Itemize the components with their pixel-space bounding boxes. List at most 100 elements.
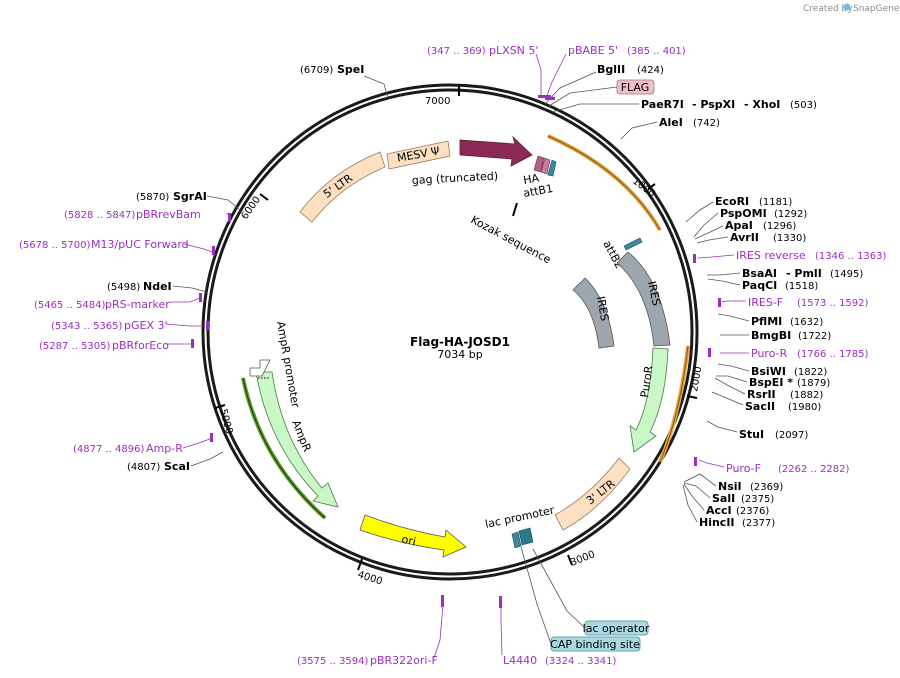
svg-text:(5343 .. 5365): (5343 .. 5365) [51, 321, 123, 332]
svg-text:(6709): (6709) [300, 65, 333, 76]
tick-4000-mark [357, 558, 363, 571]
feature-attb2 [623, 237, 643, 251]
site-nsii: NsiI (2369) [683, 473, 783, 493]
svg-text:(5678 .. 5700): (5678 .. 5700) [19, 240, 91, 251]
feature-ires-inner-label: IRES [594, 295, 611, 322]
highlight-orange-upper-core [547, 135, 661, 231]
svg-text:- XhoI: - XhoI [744, 98, 780, 111]
svg-text:(1722): (1722) [798, 331, 831, 342]
feature-mesv-psi: MESV Ψ [386, 140, 451, 170]
primer-m13-puc-forward: (5678 .. 5700) M13/pUC Forward [19, 238, 215, 255]
svg-text:(385 .. 401): (385 .. 401) [627, 46, 686, 57]
svg-text:(2375): (2375) [741, 494, 774, 505]
svg-text:pBABE 5': pBABE 5' [568, 44, 618, 57]
site-xhoi: PaeR7I - PspXI - XhoI (503) [551, 98, 817, 113]
svg-text:HincII: HincII [699, 516, 735, 529]
site-scai: (4807) ScaI [127, 451, 224, 473]
primer-pbrrevbam: (5828 .. 5847) pBRrevBam [64, 208, 231, 222]
tick-3000: 3000 [569, 549, 597, 569]
svg-text:BsaAI: BsaAI [742, 267, 777, 280]
svg-text:(1296): (1296) [763, 221, 796, 232]
svg-text:PflMI: PflMI [751, 315, 782, 328]
primer-amp-r: (4877 .. 4896) Amp-R [73, 433, 213, 455]
site-sacii: SacII (1980) [711, 391, 821, 413]
primer-puro-r: Puro-R (1766 .. 1785) [708, 347, 869, 360]
primer-l4440: L4440 (3324 .. 3341) [499, 596, 617, 667]
svg-text:(5287 .. 5305): (5287 .. 5305) [39, 341, 111, 352]
svg-text:RsrII: RsrII [747, 388, 776, 401]
plasmid-length: 7034 bp [437, 348, 482, 361]
svg-text:Puro-F: Puro-F [726, 462, 761, 475]
feature-cap-label: CAP binding site [550, 638, 640, 651]
site-hincii: HincII (2377) [682, 484, 775, 529]
feature-ires-outer-label: IRES [645, 280, 663, 307]
primer-pbr322ori-f: (3575 .. 3594) pBR322ori-F [297, 595, 444, 667]
credit-prefix: Created by [803, 4, 853, 14]
highlight-orange-lower-core [659, 345, 689, 463]
feature-amprprom-label: AmpR promoter [274, 320, 302, 409]
svg-text:(3575 .. 3594): (3575 .. 3594) [297, 656, 369, 667]
feature-ires-outer: IRES [616, 251, 671, 347]
credit-brand: SnapGene [853, 4, 900, 14]
svg-text:(5498): (5498) [107, 282, 140, 293]
plasmid-name: Flag-HA-JOSD1 [410, 335, 510, 349]
tick-1000-mark [647, 183, 656, 190]
feature-flag-box: FLAG [548, 79, 655, 107]
svg-text:PaeR7I: PaeR7I [641, 98, 684, 111]
svg-text:BglII: BglII [597, 63, 625, 76]
svg-text:IRES-F: IRES-F [748, 296, 783, 309]
site-bspei: BspEI * (1879) [716, 375, 830, 389]
site-sali: SalI (2375) [683, 482, 774, 505]
svg-text:StuI: StuI [739, 428, 764, 441]
feature-puror-label: PuroR [638, 365, 655, 399]
svg-text:Puro-R: Puro-R [751, 347, 788, 360]
feature-flag-label: FLAG [621, 81, 650, 94]
svg-text:SpeI: SpeI [337, 63, 364, 76]
primer-ires-f: IRES-F (1573 .. 1592) [718, 296, 869, 309]
primer-plxsn5: (347 .. 369) pLXSN 5' [427, 44, 551, 98]
site-sgrai: (5870) SgrAI [136, 190, 241, 211]
svg-text:(1980): (1980) [788, 402, 821, 413]
site-spei: (6709) SpeI [300, 63, 389, 99]
svg-text:- PmlI: - PmlI [786, 267, 822, 280]
feature-lacprom-label: lac promoter [484, 503, 556, 530]
svg-text:(1346 .. 1363): (1346 .. 1363) [815, 251, 887, 262]
svg-text:L4440: L4440 [503, 654, 537, 667]
feature-ori-label: ori [400, 533, 417, 549]
svg-text:(1292): (1292) [774, 209, 807, 220]
svg-text:(1879): (1879) [797, 378, 830, 389]
site-pmli: BsaAI - PmlI (1495) [707, 267, 863, 280]
feature-ha-label: HA [522, 171, 540, 187]
svg-text:(1573 .. 1592): (1573 .. 1592) [797, 298, 869, 309]
svg-text:BspEI *: BspEI * [749, 376, 793, 389]
svg-text:PaqCI: PaqCI [742, 279, 777, 292]
svg-text:- PspXI: - PspXI [692, 98, 735, 111]
tick-4000: 4000 [356, 569, 384, 587]
svg-text:BmgBI: BmgBI [751, 329, 791, 342]
svg-text:M13/pUC Forward: M13/pUC Forward [91, 238, 189, 251]
svg-text:(5465 .. 5484): (5465 .. 5484) [34, 300, 106, 311]
svg-text:pGEX 3': pGEX 3' [124, 319, 168, 332]
svg-text:(3324 .. 3341): (3324 .. 3341) [545, 656, 617, 667]
site-rsrii: RsrII (1882) [714, 377, 823, 401]
svg-text:(2376): (2376) [736, 506, 769, 517]
svg-text:(1822): (1822) [794, 367, 827, 378]
tick-2000: 2000 [689, 366, 704, 393]
svg-text:ScaI: ScaI [164, 460, 190, 473]
tick-marks [214, 85, 698, 571]
svg-text:(5828 .. 5847): (5828 .. 5847) [64, 210, 136, 221]
svg-text:SalI: SalI [712, 492, 735, 505]
site-avrii: AvrII (1330) [696, 231, 806, 244]
svg-text:AccI: AccI [706, 504, 732, 517]
tick-3000-mark [567, 554, 573, 566]
site-acci: AccI (2376) [683, 483, 769, 517]
kozak-mark [512, 202, 518, 217]
svg-text:(1632): (1632) [790, 317, 823, 328]
site-bsiwi: BsiWI (1822) [717, 363, 827, 378]
site-ndei: (5498) NdeI [107, 280, 208, 293]
tick-2000-mark [686, 395, 698, 399]
feature-lacop-label: lac operator [583, 622, 650, 635]
primer-prs-marker: (5465 .. 5484) pRS-marker [34, 293, 202, 311]
svg-text:(1882): (1882) [790, 390, 823, 401]
